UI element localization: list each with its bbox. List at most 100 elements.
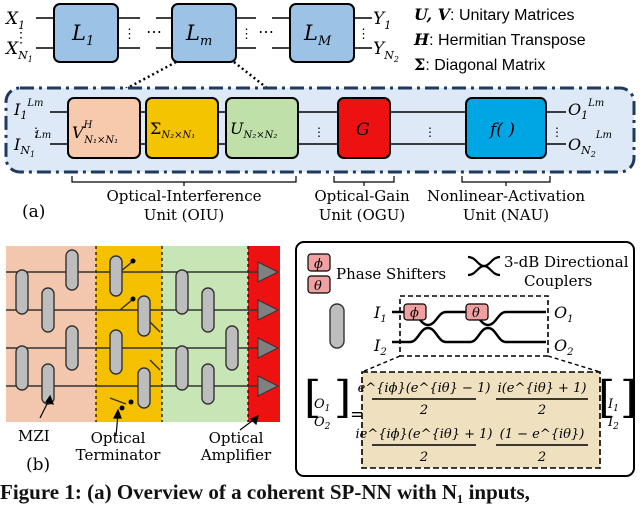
- after-f-dots: ⋮: [551, 125, 563, 139]
- mzi-mesh: [6, 246, 280, 422]
- nau-label-1: Nonlinear-Activation: [427, 187, 585, 205]
- box-sigma-label: ΣN₂×N₁: [150, 119, 195, 141]
- chain-hdots-1: ⋯: [146, 22, 162, 41]
- mzi-out1: O1: [554, 303, 574, 325]
- eq-rhs-bracket-open: [: [598, 372, 615, 423]
- layer-in-dots: ⋮: [30, 125, 42, 139]
- oiu-label-2: Unit (OIU): [144, 206, 224, 224]
- mzi-capsule: [15, 345, 29, 391]
- mzi-capsule: [137, 367, 151, 409]
- input-xn1-label: XN1: [4, 39, 33, 64]
- layer-in-top: I1Lm: [13, 98, 43, 122]
- legend-h: H: Hermitian Transpose: [413, 30, 586, 49]
- mzi-capsule: [175, 269, 189, 315]
- amplifier-triangle: [257, 299, 280, 321]
- mzi-in1: I1: [373, 303, 387, 325]
- eq-lhs-bracket-close: ]: [334, 372, 351, 423]
- coupler-label-1: 3-dB Directional: [504, 253, 629, 271]
- eq-rhs-i2: I2: [607, 415, 619, 432]
- box-activation-label: f( ): [488, 120, 515, 140]
- box-g-label: G: [356, 120, 370, 140]
- coupler-label-2: Couplers: [524, 272, 592, 290]
- terminator-label-2: Terminator: [76, 446, 162, 464]
- mzi-symbol: [329, 303, 345, 349]
- chip-theta: θ: [314, 279, 322, 294]
- box-sigma: [145, 97, 219, 159]
- amplifier-triangle: [257, 337, 280, 359]
- lM-dots: ⋮: [357, 27, 370, 42]
- mzi-out2: O2: [554, 336, 574, 358]
- mzi-capsule: [41, 363, 55, 405]
- m22-num: (1 − e^{iθ}): [500, 427, 585, 442]
- m11-num: e^{iϕ}(e^{iθ} − 1): [358, 381, 491, 396]
- block-lm-label: Lm: [185, 21, 212, 49]
- amplifier-triangle: [257, 375, 280, 397]
- phase-shifters-label: Phase Shifters: [336, 265, 446, 283]
- legend-uv: U, V: Unitary Matrices: [414, 5, 575, 24]
- l1-dots: ⋮: [123, 27, 136, 42]
- zoom-line-left: [119, 60, 177, 94]
- block-lM-label: LM: [303, 21, 332, 49]
- input-dots: ⋮: [14, 30, 28, 46]
- layer-out-bot: ON2Lm: [568, 130, 612, 159]
- lm-dots: ⋮: [240, 27, 253, 42]
- m21-num: ie^{iϕ}(e^{iθ} + 1): [356, 427, 493, 442]
- block-l1: [53, 3, 119, 63]
- layer-out-top: O1Lm: [568, 98, 604, 122]
- eq-rhs-bracket-close: ]: [620, 372, 637, 423]
- legend: U, V: Unitary Matrices H: Hermitian Tran…: [413, 5, 586, 74]
- mzi-capsule: [65, 325, 79, 371]
- m12-den: 2: [537, 403, 546, 418]
- block-lM: [289, 3, 355, 63]
- figure-caption: Figure 1: (a) Overview of a coherent SP-…: [0, 480, 530, 504]
- box-g: [337, 97, 391, 159]
- chip-phi: ϕ: [314, 257, 323, 272]
- m22-den: 2: [537, 450, 546, 465]
- amplifier-triangle: [257, 261, 280, 283]
- mzi-capsule: [201, 287, 215, 333]
- amplifier-label-2: Amplifier: [200, 446, 272, 464]
- mesh-terminator-region: [96, 246, 162, 422]
- top-chain: X1 XN1 ⋮ L1 ⋮ ⋯ Lm ⋮ ⋯ LM ⋮ Y1 YN2: [4, 3, 399, 64]
- ogu-label-2: Unit (OGU): [319, 206, 406, 224]
- mzi-capsule: [109, 255, 123, 297]
- block-lm: [171, 3, 237, 63]
- ogu-label-1: Optical-Gain: [314, 187, 410, 205]
- panel-a-label: (a): [22, 202, 45, 222]
- mzi-capsule: [175, 345, 189, 391]
- output-y1-label: Y1: [373, 9, 391, 32]
- m11-den: 2: [419, 403, 428, 418]
- oiu-label-1: Optical-Interference: [106, 187, 261, 205]
- shifter-theta-label: θ: [472, 306, 480, 321]
- mzi-capsule: [65, 249, 79, 291]
- amplifier-label-1: Optical: [209, 429, 264, 447]
- coupler-icon: [467, 255, 501, 277]
- eq-lhs-o2: O2: [314, 415, 331, 432]
- mzi-capsule: [137, 295, 151, 337]
- box-activation: [465, 97, 547, 159]
- m12-num: i(e^{iθ} + 1): [498, 381, 587, 396]
- box-u: [225, 97, 299, 159]
- shifter-theta: [465, 303, 489, 321]
- panel-b-label: (b): [26, 455, 50, 475]
- box-u-label: UN₂×N₂: [230, 119, 277, 141]
- box-v-hermitian: [67, 97, 141, 159]
- eq-lhs-bracket-top: [: [304, 372, 321, 423]
- mzi-capsule: [15, 269, 29, 315]
- mzi-capsule: [41, 287, 55, 333]
- matrix-box: [361, 371, 601, 469]
- eq-rhs-i1: I1: [607, 397, 619, 414]
- mzi-capsule: [109, 329, 123, 375]
- mzi-capsule: [201, 363, 215, 405]
- mzi-detail: ϕ θ Phase Shifters 3-dB Directional Coup…: [295, 241, 637, 477]
- eq-lhs-o1: O1: [314, 397, 330, 414]
- mzi-capsule: [225, 325, 239, 371]
- shifter-phi-label: ϕ: [410, 306, 419, 321]
- terminator-label-1: Optical: [91, 429, 146, 447]
- legend-sigma: Σ: Diagonal Matrix: [414, 55, 545, 74]
- chain-hdots-2: ⋯: [258, 22, 274, 41]
- unit-braces: [71, 176, 551, 186]
- mzi-waveguides: [392, 310, 546, 344]
